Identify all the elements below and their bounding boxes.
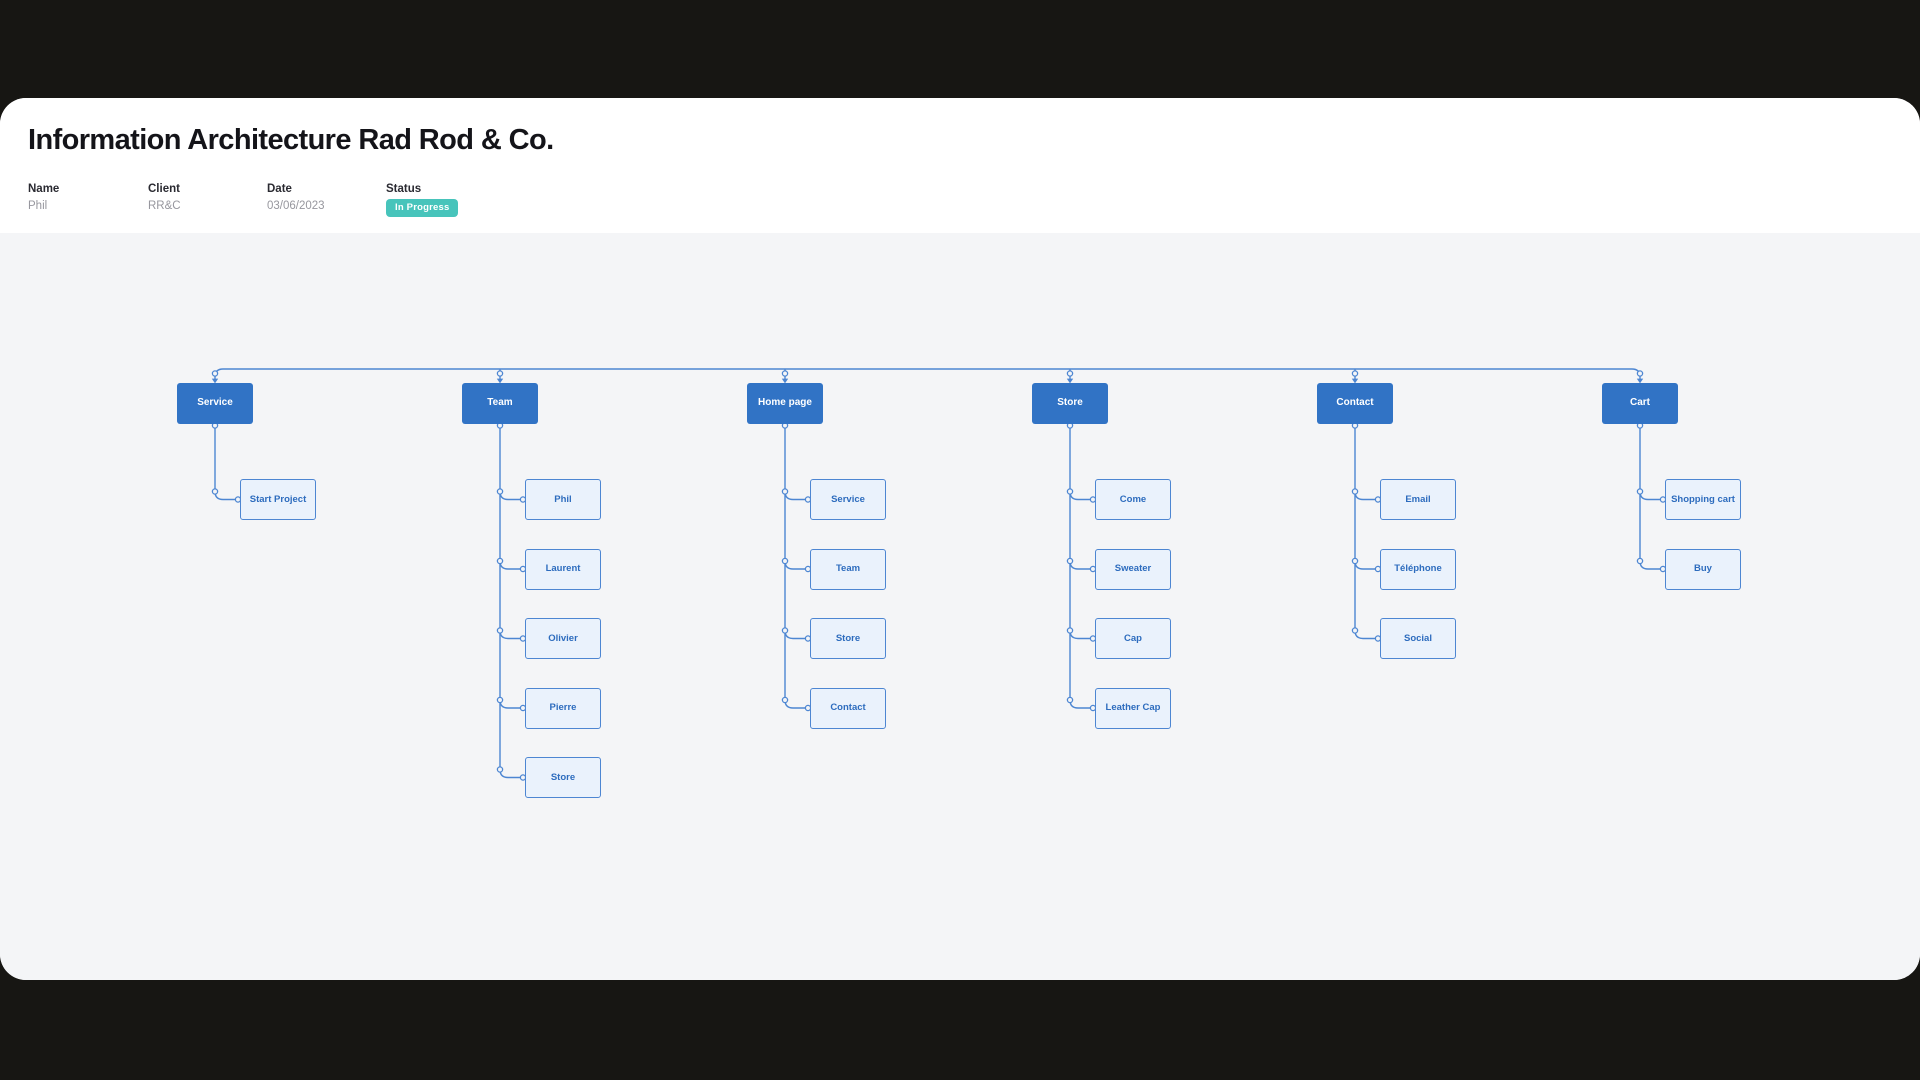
tree-node-parent: Team: [462, 383, 538, 424]
tree-node-child: Contact: [810, 687, 886, 729]
tree-node-child: Team: [810, 548, 886, 590]
tree-node-child: Téléphone: [1380, 548, 1456, 590]
meta-client: Client RR&C: [148, 182, 267, 217]
tree-node-child: Pierre: [525, 687, 601, 729]
tree-node-child: Sweater: [1095, 548, 1171, 590]
tree-node-child: Come: [1095, 479, 1171, 520]
tree-node-parent: Cart: [1602, 383, 1678, 424]
tree-node-child: Laurent: [525, 548, 601, 590]
meta-name-value: Phil: [28, 200, 48, 212]
tree-node-child: Email: [1380, 479, 1456, 520]
tree-node-child: Phil: [525, 479, 601, 520]
connector-lines: [211, 368, 1667, 781]
meta-date-label: Date: [267, 183, 292, 195]
tree-node-parent: Home page: [747, 383, 823, 424]
tree-node-child: Service: [810, 479, 886, 520]
status-badge: In Progress: [386, 199, 459, 217]
meta-name-label: Name: [28, 183, 60, 195]
document-card: Information Architecture Rad Rod & Co. N…: [0, 98, 1920, 980]
meta-client-value: RR&C: [148, 200, 181, 212]
tree-node-parent: Contact: [1317, 383, 1393, 424]
meta-date: Date 03/06/2023: [267, 182, 386, 217]
tree-node-child: Cap: [1095, 618, 1171, 659]
page-title: Information Architecture Rad Rod & Co.: [28, 124, 554, 156]
card-header: Information Architecture Rad Rod & Co. N…: [0, 98, 1920, 233]
tree-node-parent: Service: [177, 383, 253, 424]
meta-name: Name Phil: [28, 182, 148, 217]
tree-node-child: Buy: [1665, 548, 1741, 590]
tree-node-child: Store: [525, 757, 601, 798]
tree-node-child: Leather Cap: [1095, 687, 1171, 729]
meta-status-label: Status: [386, 183, 422, 195]
meta-date-value: 03/06/2023: [267, 200, 325, 212]
tree-node-child: Start Project: [240, 479, 316, 520]
meta-row: Name Phil Client RR&C Date 03/06/2023 St…: [28, 182, 459, 217]
tree-node-child: Shopping cart: [1665, 479, 1741, 520]
meta-client-label: Client: [148, 183, 180, 195]
tree-node-child: Social: [1380, 618, 1456, 659]
tree-node-child: Olivier: [525, 618, 601, 659]
tree-node-parent: Store: [1032, 383, 1108, 424]
tree-node-child: Store: [810, 618, 886, 659]
meta-status: Status In Progress: [386, 182, 459, 217]
